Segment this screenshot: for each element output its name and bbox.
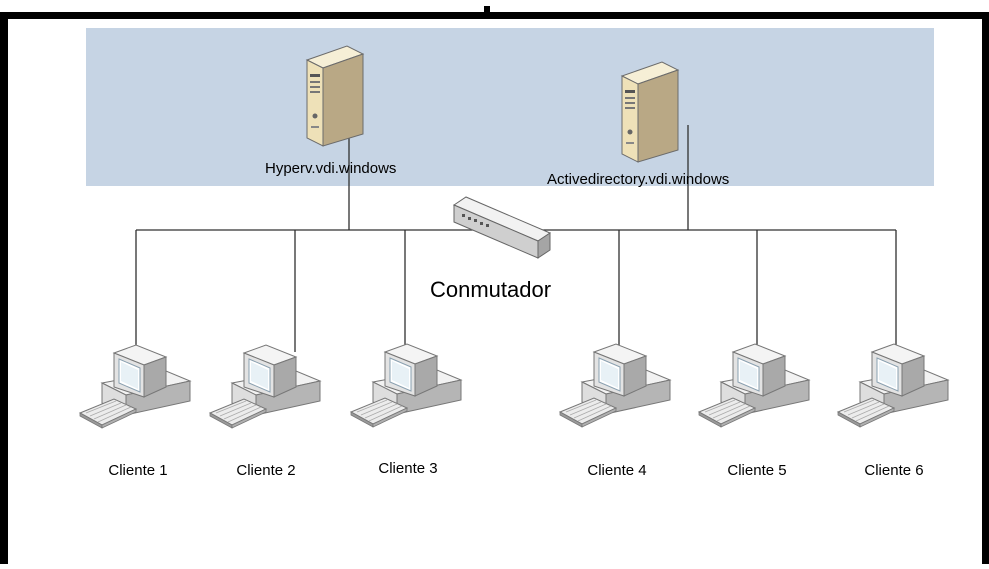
server-label-hyperv: Hyperv.vdi.windows [265, 160, 397, 177]
client-label-6: Cliente 6 [864, 462, 924, 479]
desktop-computer-icon [209, 344, 321, 429]
client-label-3: Cliente 3 [378, 460, 438, 477]
client-label-2: Cliente 2 [236, 462, 296, 479]
server-label-activedirectory: Activedirectory.vdi.windows [547, 171, 730, 188]
desktop-computer-icon [559, 343, 671, 428]
client-label-1: Cliente 1 [108, 462, 168, 479]
desktop-computer-icon [698, 343, 810, 428]
frame-left-border [0, 12, 8, 564]
desktop-computer-icon [837, 343, 949, 428]
network-switch-icon [452, 196, 552, 259]
frame-right-border [982, 12, 989, 564]
server-zone-background [86, 28, 934, 186]
switch-label: Conmutador [430, 277, 552, 302]
frame-top-tick [484, 6, 490, 16]
desktop-computer-icon [79, 344, 191, 429]
server-tower-icon [621, 61, 679, 163]
frame-top-border [0, 12, 989, 19]
client-label-4: Cliente 4 [587, 462, 647, 479]
desktop-computer-icon [350, 343, 462, 428]
client-label-5: Cliente 5 [727, 462, 787, 479]
server-tower-icon [306, 45, 364, 147]
